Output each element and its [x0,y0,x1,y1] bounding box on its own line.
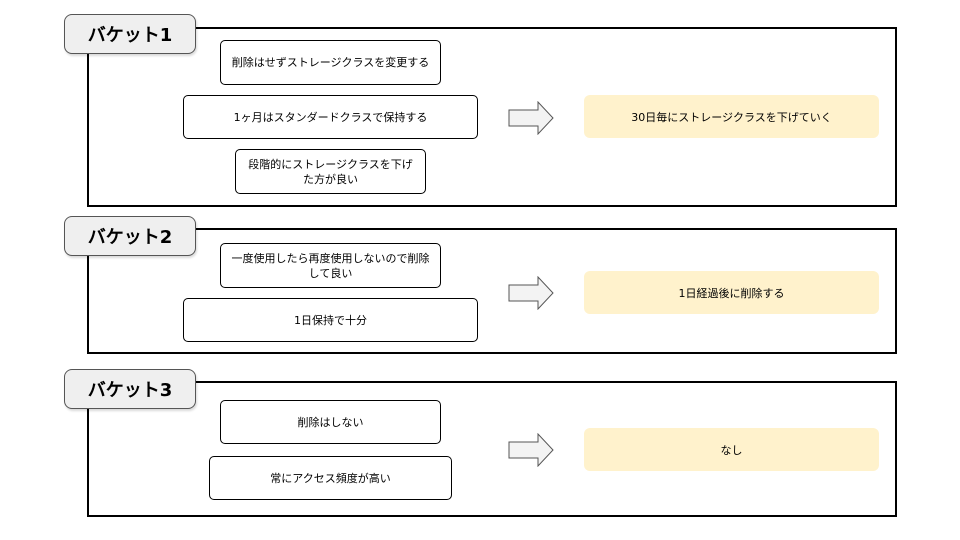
bucket-1-reason-3: 段階的にストレージクラスを下げた方が良い [235,149,426,194]
bucket-3-reason-1: 削除はしない [220,400,441,444]
bucket-1-reason-2: 1ヶ月はスタンダードクラスで保持する [183,95,478,139]
right-arrow-icon [508,433,554,467]
bucket-1-result: 30日毎にストレージクラスを下げていく [584,95,879,138]
bucket-2-result: 1日経過後に削除する [584,271,879,314]
bucket-2-reason-2: 1日保持で十分 [183,298,478,342]
bucket-3-tab: バケット3 [64,369,196,409]
bucket-1-tab: バケット1 [64,14,196,54]
right-arrow-icon [508,276,554,310]
bucket-1-reason-1: 削除はせずストレージクラスを変更する [220,40,441,85]
bucket-3-reason-2: 常にアクセス頻度が高い [209,456,452,500]
right-arrow-icon [508,101,554,135]
bucket-3-result: なし [584,428,879,471]
bucket-2-reason-1: 一度使用したら再度使用しないので削除して良い [220,243,441,288]
bucket-2-tab: バケット2 [64,216,196,256]
